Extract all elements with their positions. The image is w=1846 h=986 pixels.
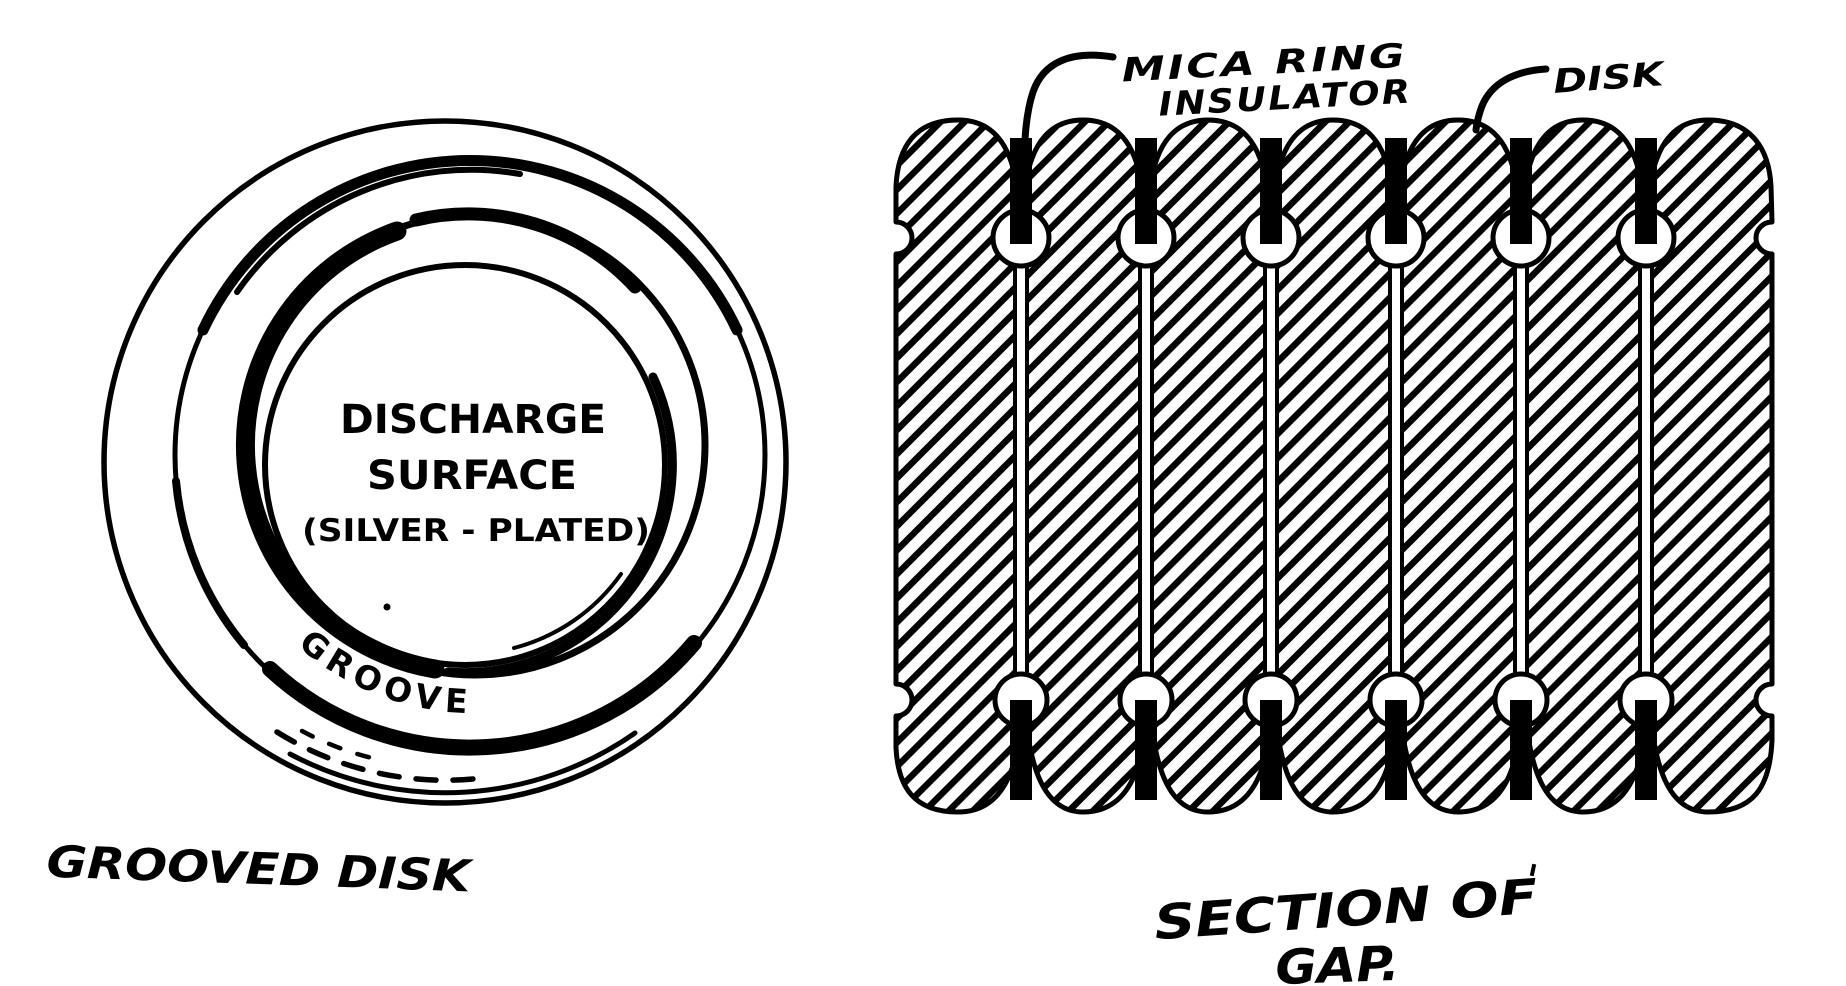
gap-channel-edges xyxy=(1263,266,1279,676)
mica-insulator-bar-bottom xyxy=(1135,700,1157,800)
discharge-boundary-echo-arc xyxy=(512,572,623,650)
rim-band-top-echo-arc xyxy=(234,166,523,295)
gap-assembly xyxy=(1115,138,1177,800)
mica-insulator-bar-top xyxy=(1260,138,1282,244)
disk-label: DISK xyxy=(1552,54,1667,101)
grooved-disk-figure: DISCHARGE SURFACE (SILVER - PLATED) GROO… xyxy=(46,118,789,903)
mica-ring-leader-line xyxy=(1021,51,1117,144)
outer-rim-echo-arc xyxy=(287,730,638,796)
gap-channel-edges xyxy=(1388,266,1404,676)
section-of-gap-caption-line2: GAP. xyxy=(1275,936,1401,986)
gap-assembly xyxy=(990,138,1052,800)
rim-band-left-brush-arc xyxy=(172,477,248,649)
rim-band-top-brush-arc xyxy=(197,155,743,336)
gap-assembly xyxy=(1365,138,1427,800)
mica-insulator-bar-bottom xyxy=(1510,700,1532,800)
mica-insulator-bar-top xyxy=(1510,138,1532,244)
grooved-disk-caption: GROOVED DISK xyxy=(46,837,475,903)
mica-insulator-bar-bottom xyxy=(1385,700,1407,800)
groove-ring-top-brush-arc xyxy=(409,207,642,294)
discharge-boundary-right-brush-arc xyxy=(443,372,677,678)
mica-insulator-bar-bottom xyxy=(1010,700,1032,800)
gap-channel-edges xyxy=(1138,266,1154,676)
gap-channel-edges xyxy=(1013,266,1029,676)
section-of-gap-figure: MICA RING INSULATOR DISK SECTION OF GAP. xyxy=(893,36,1775,986)
mica-insulator-bar-top xyxy=(1135,138,1157,244)
gap-channel-edges xyxy=(1638,266,1654,676)
silver-plated-label: (SILVER - PLATED) xyxy=(302,513,650,549)
groove-ring-left-brush-arc xyxy=(235,221,445,679)
ink-speck xyxy=(1529,863,1537,877)
gap-channel-edges xyxy=(1513,266,1529,676)
mica-insulator-bar-top xyxy=(1635,138,1657,244)
gap-channel xyxy=(1390,250,1402,694)
gap-channel xyxy=(1015,250,1027,694)
mica-insulator-bar-bottom xyxy=(1635,700,1657,800)
disk-leader-line xyxy=(1472,65,1550,134)
discharge-surface-label-line1: DISCHARGE xyxy=(340,397,606,443)
disk-outer-rim xyxy=(101,118,789,806)
mica-insulator-bar-top xyxy=(1385,138,1407,244)
disk-discharge-boundary xyxy=(262,262,668,668)
gap-channel xyxy=(1265,250,1277,694)
rim-band-bottom-brush-arc xyxy=(262,635,702,756)
gap-assembly xyxy=(1615,138,1677,800)
gap-assembly xyxy=(1490,138,1552,800)
discharge-surface-label-line2: SURFACE xyxy=(367,453,577,499)
gap-channel xyxy=(1515,250,1527,694)
mica-insulator-bar-top xyxy=(1010,138,1032,244)
gap-assembly xyxy=(1240,138,1302,800)
ink-speck xyxy=(383,603,391,611)
dashed-arc-inner xyxy=(299,728,379,762)
mica-insulator-bar-bottom xyxy=(1260,700,1282,800)
gap-channel xyxy=(1640,250,1652,694)
gap-channel xyxy=(1140,250,1152,694)
